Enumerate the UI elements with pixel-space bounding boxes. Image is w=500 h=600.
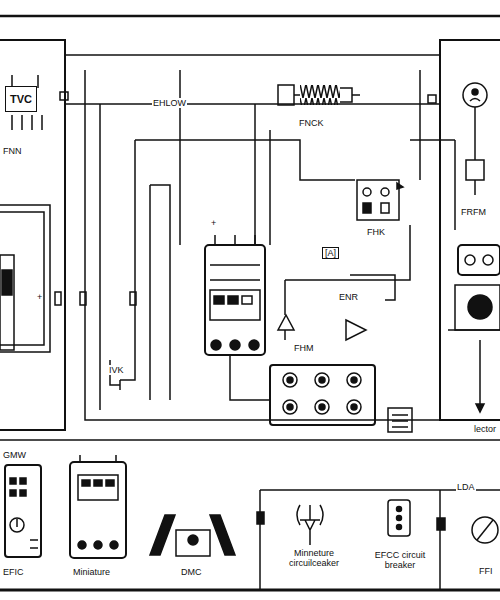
part-label: FNN — [2, 146, 23, 156]
part-label: FFI — [478, 566, 494, 576]
part-label: FHM — [293, 343, 315, 353]
part-label: ENR — [338, 292, 359, 302]
component-label: TVC — [10, 93, 32, 105]
part-label: FNCK — [298, 118, 325, 128]
part-label: FHK — [366, 227, 386, 237]
part-label: + — [36, 292, 43, 302]
part-label: Miniature — [72, 567, 111, 577]
part-label: GMW — [2, 450, 27, 460]
component-box: TVC — [5, 86, 37, 112]
part-label: DMC — [180, 567, 203, 577]
part-label: LDA — [456, 482, 476, 492]
part-label: FRFM — [460, 207, 487, 217]
component-box: [A] — [322, 247, 339, 259]
part-label: lector — [473, 424, 497, 434]
component-label: [A] — [325, 248, 336, 258]
part-label: IVK — [108, 365, 125, 375]
part-label: EFIC — [2, 567, 25, 577]
part-label: Minneture circuilceaker — [282, 548, 346, 569]
part-label: EHLOW — [152, 98, 187, 108]
part-label: EFCC circuit breaker — [368, 550, 432, 571]
part-label: + — [210, 218, 217, 228]
